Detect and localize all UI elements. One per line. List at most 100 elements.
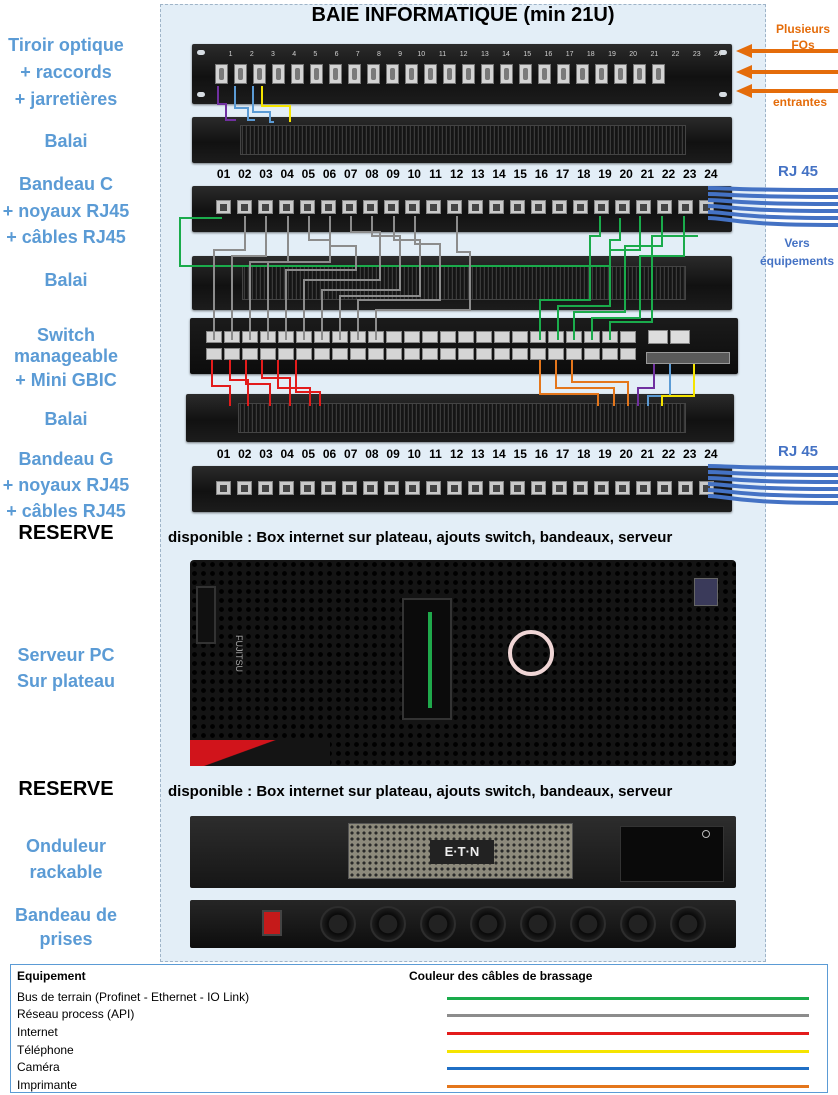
fiber-port[interactable] — [481, 64, 494, 84]
switch-port[interactable] — [476, 348, 492, 360]
switch-port[interactable] — [458, 331, 474, 343]
switch-port[interactable] — [512, 331, 528, 343]
rj45-port[interactable] — [636, 200, 651, 214]
switch-port[interactable] — [512, 348, 528, 360]
rj45-port[interactable] — [300, 200, 315, 214]
switch-port[interactable] — [224, 348, 240, 360]
rj45-port[interactable] — [384, 481, 399, 495]
rj45-port[interactable] — [363, 481, 378, 495]
fiber-port[interactable] — [462, 64, 475, 84]
rj45-port[interactable] — [636, 481, 651, 495]
rj45-port[interactable] — [468, 481, 483, 495]
fiber-port[interactable] — [519, 64, 532, 84]
fiber-port[interactable] — [595, 64, 608, 84]
rj45-port[interactable] — [615, 200, 630, 214]
rj45-port[interactable] — [216, 200, 231, 214]
fiber-port[interactable] — [234, 64, 247, 84]
switch-port[interactable] — [368, 348, 384, 360]
fiber-port[interactable] — [329, 64, 342, 84]
fiber-port[interactable] — [576, 64, 589, 84]
pdu-switch[interactable] — [262, 910, 282, 936]
rj45-port[interactable] — [279, 481, 294, 495]
rj45-port[interactable] — [657, 481, 672, 495]
rj45-port[interactable] — [405, 200, 420, 214]
fiber-port[interactable] — [538, 64, 551, 84]
switch-port[interactable] — [314, 348, 330, 360]
rj45-port[interactable] — [678, 481, 693, 495]
switch-port[interactable] — [548, 348, 564, 360]
rj45-port[interactable] — [594, 481, 609, 495]
rj45-port[interactable] — [468, 200, 483, 214]
rj45-port[interactable] — [594, 200, 609, 214]
fiber-port[interactable] — [443, 64, 456, 84]
switch-port[interactable] — [242, 348, 258, 360]
rj45-port[interactable] — [258, 481, 273, 495]
fiber-port[interactable] — [633, 64, 646, 84]
switch-port[interactable] — [260, 348, 276, 360]
fiber-port[interactable] — [424, 64, 437, 84]
switch-port[interactable] — [620, 331, 636, 343]
switch-port[interactable] — [404, 331, 420, 343]
rj45-port[interactable] — [510, 200, 525, 214]
fiber-port[interactable] — [291, 64, 304, 84]
switch-port[interactable] — [530, 348, 546, 360]
switch-port[interactable] — [332, 348, 348, 360]
switch-port[interactable] — [278, 348, 294, 360]
rj45-port[interactable] — [321, 481, 336, 495]
switch-port[interactable] — [404, 348, 420, 360]
rj45-port[interactable] — [342, 481, 357, 495]
fiber-port[interactable] — [557, 64, 570, 84]
switch-port[interactable] — [602, 348, 618, 360]
switch-port[interactable] — [422, 348, 438, 360]
rj45-port[interactable] — [678, 200, 693, 214]
rj45-port[interactable] — [510, 481, 525, 495]
rj45-port[interactable] — [489, 200, 504, 214]
switch-port[interactable] — [386, 348, 402, 360]
switch-port[interactable] — [386, 331, 402, 343]
rj45-port[interactable] — [447, 481, 462, 495]
rj45-port[interactable] — [615, 481, 630, 495]
rj45-port[interactable] — [573, 481, 588, 495]
rj45-port[interactable] — [279, 200, 294, 214]
switch-port[interactable] — [494, 331, 510, 343]
fiber-port[interactable] — [253, 64, 266, 84]
fiber-port[interactable] — [500, 64, 513, 84]
rj45-port[interactable] — [321, 200, 336, 214]
rj45-port[interactable] — [300, 481, 315, 495]
rj45-port[interactable] — [216, 481, 231, 495]
switch-port[interactable] — [548, 331, 564, 343]
rj45-port[interactable] — [489, 481, 504, 495]
switch-port[interactable] — [530, 331, 546, 343]
switch-port[interactable] — [206, 348, 222, 360]
fiber-port[interactable] — [652, 64, 665, 84]
rj45-port[interactable] — [258, 200, 273, 214]
rj45-port[interactable] — [573, 200, 588, 214]
switch-port[interactable] — [566, 348, 582, 360]
fiber-port[interactable] — [367, 64, 380, 84]
rj45-port[interactable] — [552, 481, 567, 495]
rj45-port[interactable] — [237, 200, 252, 214]
rj45-port[interactable] — [426, 481, 441, 495]
switch-port[interactable] — [350, 348, 366, 360]
switch-port[interactable] — [584, 348, 600, 360]
rj45-port[interactable] — [405, 481, 420, 495]
rj45-port[interactable] — [363, 200, 378, 214]
rj45-port[interactable] — [426, 200, 441, 214]
rj45-port[interactable] — [531, 481, 546, 495]
switch-port[interactable] — [440, 331, 456, 343]
switch-port[interactable] — [494, 348, 510, 360]
rj45-port[interactable] — [384, 200, 399, 214]
ups-power-icon[interactable] — [702, 830, 710, 838]
fiber-port[interactable] — [405, 64, 418, 84]
switch-port[interactable] — [476, 331, 492, 343]
rj45-port[interactable] — [657, 200, 672, 214]
rj45-port[interactable] — [531, 200, 546, 214]
switch-port[interactable] — [422, 331, 438, 343]
switch-port[interactable] — [458, 348, 474, 360]
rj45-port[interactable] — [552, 200, 567, 214]
fiber-port[interactable] — [272, 64, 285, 84]
fiber-port[interactable] — [310, 64, 323, 84]
fiber-port[interactable] — [386, 64, 399, 84]
rj45-port[interactable] — [342, 200, 357, 214]
fiber-port[interactable] — [348, 64, 361, 84]
